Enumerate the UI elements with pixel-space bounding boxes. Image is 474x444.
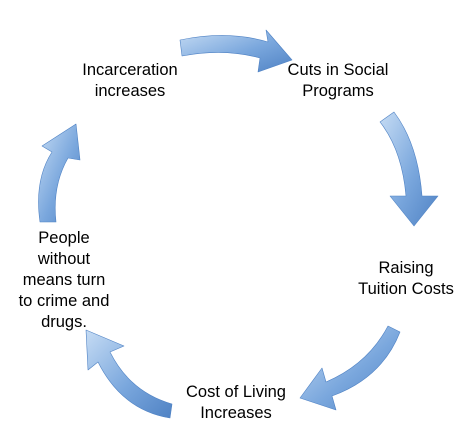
- node-line: People: [38, 229, 90, 247]
- arrow-incarceration-to-cuts: [179, 29, 293, 73]
- node-line: to crime and: [18, 292, 110, 310]
- arrow-raising-to-cost: [299, 325, 401, 411]
- node-cuts-in-social-programs: Cuts in Social Programs: [268, 60, 408, 102]
- node-incarceration-increases: Incarceration increases: [62, 60, 198, 102]
- node-cost-of-living-increases: Cost of Living Increases: [166, 382, 306, 424]
- node-raising-tuition-costs: Raising Tuition Costs: [338, 258, 474, 300]
- node-line: drugs.: [41, 313, 87, 331]
- node-line: increases: [94, 82, 166, 100]
- arrow-cuts-to-raising: [379, 111, 439, 227]
- node-line: without: [37, 250, 91, 268]
- node-people-turn-to-crime: People without means turn to crime and d…: [0, 228, 128, 333]
- node-line: Incarceration: [82, 61, 178, 79]
- node-line: Tuition Costs: [358, 280, 454, 298]
- node-line: Raising: [378, 259, 434, 277]
- arrow-people-to-incarceration: [38, 123, 81, 223]
- node-line: Cuts in Social: [287, 61, 389, 79]
- node-line: means turn: [22, 271, 106, 289]
- node-line: Programs: [302, 82, 374, 100]
- node-line: Cost of Living: [186, 383, 286, 401]
- arrow-cost-to-people: [85, 329, 173, 419]
- node-line: Increases: [200, 404, 272, 422]
